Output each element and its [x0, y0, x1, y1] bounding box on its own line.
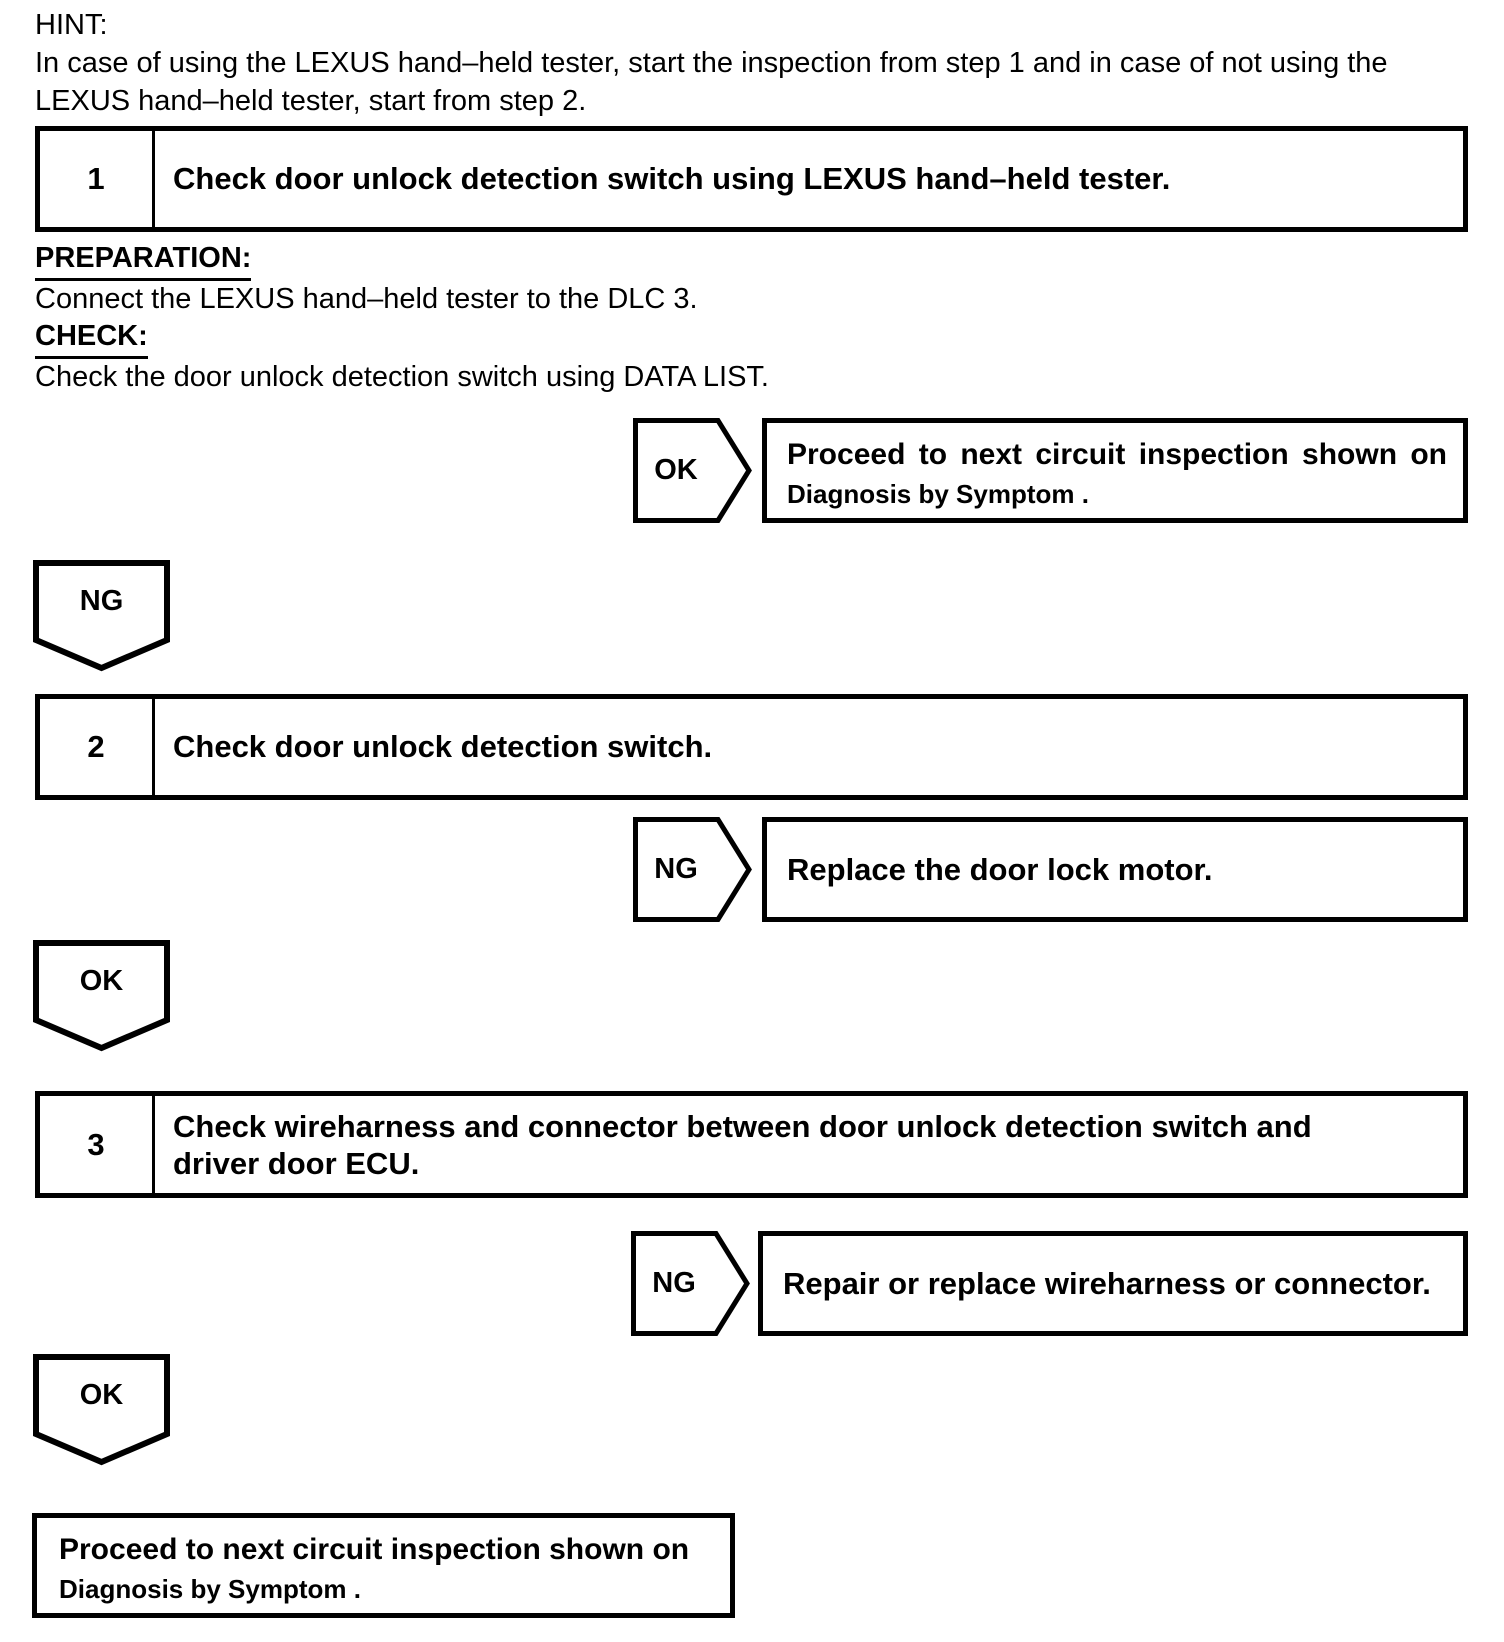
hint-block: HINT: In case of using the LEXUS hand–he… — [35, 6, 1455, 120]
step-2-title-text: Check door unlock detection switch. — [173, 729, 713, 764]
check-text: Check the door unlock detection switch u… — [35, 361, 769, 393]
result-1-line-1: Proceed to next circuit inspection shown… — [787, 438, 1447, 471]
ng-branch-step2: NG — [633, 817, 752, 922]
down-pentagon-icon — [33, 1354, 170, 1466]
step-2-number: 2 — [40, 699, 155, 795]
ok-connector-after-step2: OK — [33, 940, 170, 1052]
right-arrow-pentagon-icon — [633, 418, 752, 523]
preparation-check-block: PREPARATION: Connect the LEXUS hand–held… — [35, 240, 1455, 396]
final-box-line-1: Proceed to next circuit inspection shown… — [59, 1533, 690, 1566]
hint-line-2: LEXUS hand–held tester, start from step … — [35, 85, 587, 117]
result-box-replace-motor: Replace the door lock motor. — [762, 817, 1468, 922]
ok-branch-step1: OK — [633, 418, 752, 523]
hint-line-1: In case of using the LEXUS hand–held tes… — [35, 47, 1388, 79]
final-box-line-2: Diagnosis by Symptom . — [59, 1574, 361, 1604]
step-3-number: 3 — [40, 1096, 155, 1193]
right-arrow-pentagon-icon — [631, 1231, 750, 1336]
step-2-title: Check door unlock detection switch. — [155, 699, 1463, 795]
ok-connector-label-1: OK — [79, 964, 124, 997]
step-2-box: 2 Check door unlock detection switch. — [35, 694, 1468, 800]
step-3-box: 3 Check wireharness and connector betwee… — [35, 1091, 1468, 1198]
ok-connector-label-2: OK — [79, 1378, 124, 1411]
down-pentagon-icon — [33, 560, 170, 672]
preparation-label: PREPARATION: — [35, 240, 252, 281]
final-proceed-box: Proceed to next circuit inspection shown… — [32, 1513, 735, 1618]
preparation-text: Connect the LEXUS hand–held tester to th… — [35, 283, 698, 315]
step-3-title-line-2: driver door ECU. — [173, 1145, 420, 1181]
result-1-line-2: Diagnosis by Symptom . — [787, 479, 1089, 509]
ok-connector-after-step3: OK — [33, 1354, 170, 1466]
result-2-text: Replace the door lock motor. — [787, 851, 1213, 887]
ok-arrow: OK — [633, 418, 752, 523]
ng-connector-after-step1: NG — [33, 560, 170, 672]
ng-branch-step3: NG — [631, 1231, 750, 1336]
check-label: CHECK: — [35, 318, 148, 359]
result-box-repair-wireharness: Repair or replace wireharness or connect… — [758, 1231, 1468, 1336]
ng-connector-label-1: NG — [79, 584, 124, 617]
down-pentagon-icon — [33, 940, 170, 1052]
hint-label: HINT: — [35, 9, 108, 41]
ng-arrow-2-label: NG — [652, 1267, 696, 1299]
step-1-box: 1 Check door unlock detection switch usi… — [35, 126, 1468, 232]
ok-arrow-label: OK — [654, 454, 698, 486]
ng-arrow-2: NG — [631, 1231, 750, 1336]
ng-arrow-1: NG — [633, 817, 752, 922]
step-1-number: 1 — [40, 131, 155, 227]
ng-arrow-1-label: NG — [654, 853, 698, 885]
step-3-title-line-1: Check wireharness and connector between … — [173, 1108, 1312, 1144]
result-3-text: Repair or replace wireharness or connect… — [783, 1265, 1431, 1301]
step-3-title: Check wireharness and connector between … — [155, 1096, 1463, 1193]
step-1-title-text: Check door unlock detection switch using… — [173, 161, 1171, 196]
step-1-title: Check door unlock detection switch using… — [155, 131, 1463, 227]
result-box-proceed-1: Proceed to next circuit inspection shown… — [762, 418, 1468, 523]
right-arrow-pentagon-icon — [633, 817, 752, 922]
